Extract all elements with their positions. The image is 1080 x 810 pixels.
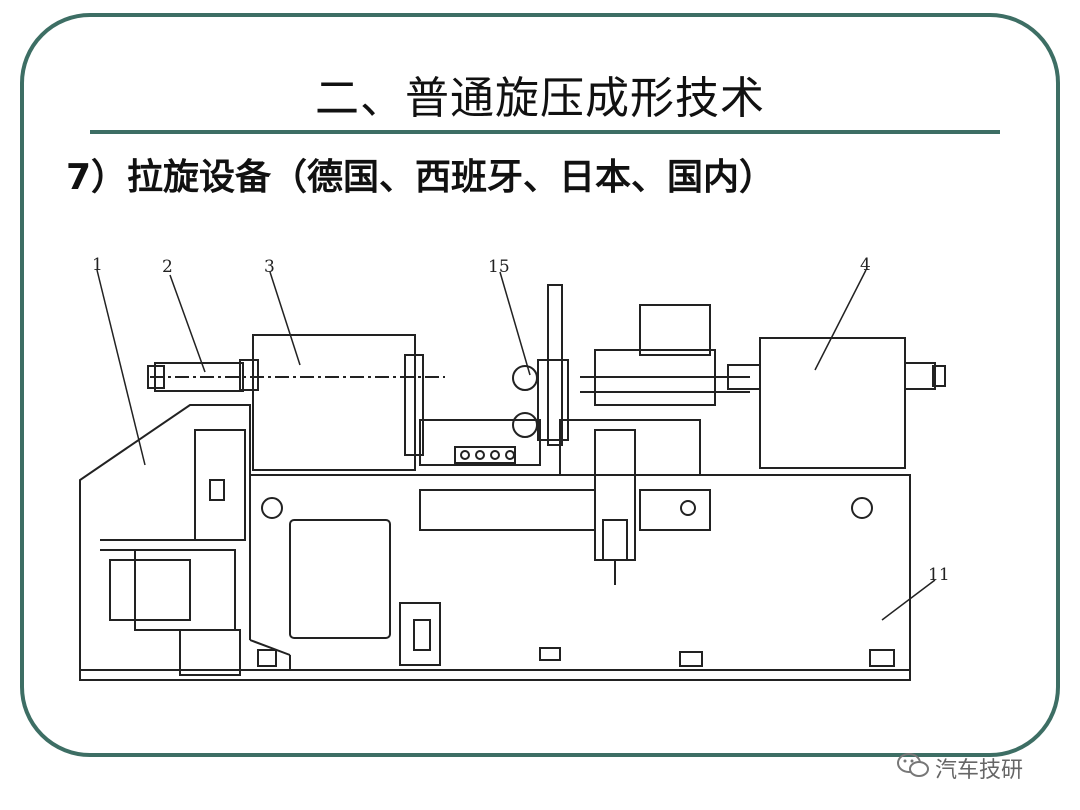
label-11: 11	[928, 565, 950, 585]
label-4: 4	[860, 255, 871, 275]
label-2: 2	[162, 257, 173, 277]
tailstock	[759, 337, 906, 469]
machine-base	[79, 404, 911, 681]
slide-title: 二、普通旋压成形技术	[315, 73, 765, 124]
slide-subtitle: 7）拉旋设备（德国、西班牙、日本、国内）	[66, 157, 776, 198]
watermark: 汽车技研	[895, 748, 1055, 783]
label-15: 15	[488, 257, 510, 277]
label-1: 1	[92, 255, 103, 275]
label-3: 3	[264, 257, 275, 277]
slide-frame	[20, 13, 1060, 757]
watermark-text: 汽车技研	[935, 758, 1024, 783]
title-divider	[90, 130, 1000, 134]
headstock	[252, 334, 416, 471]
wechat-icon	[897, 753, 929, 777]
